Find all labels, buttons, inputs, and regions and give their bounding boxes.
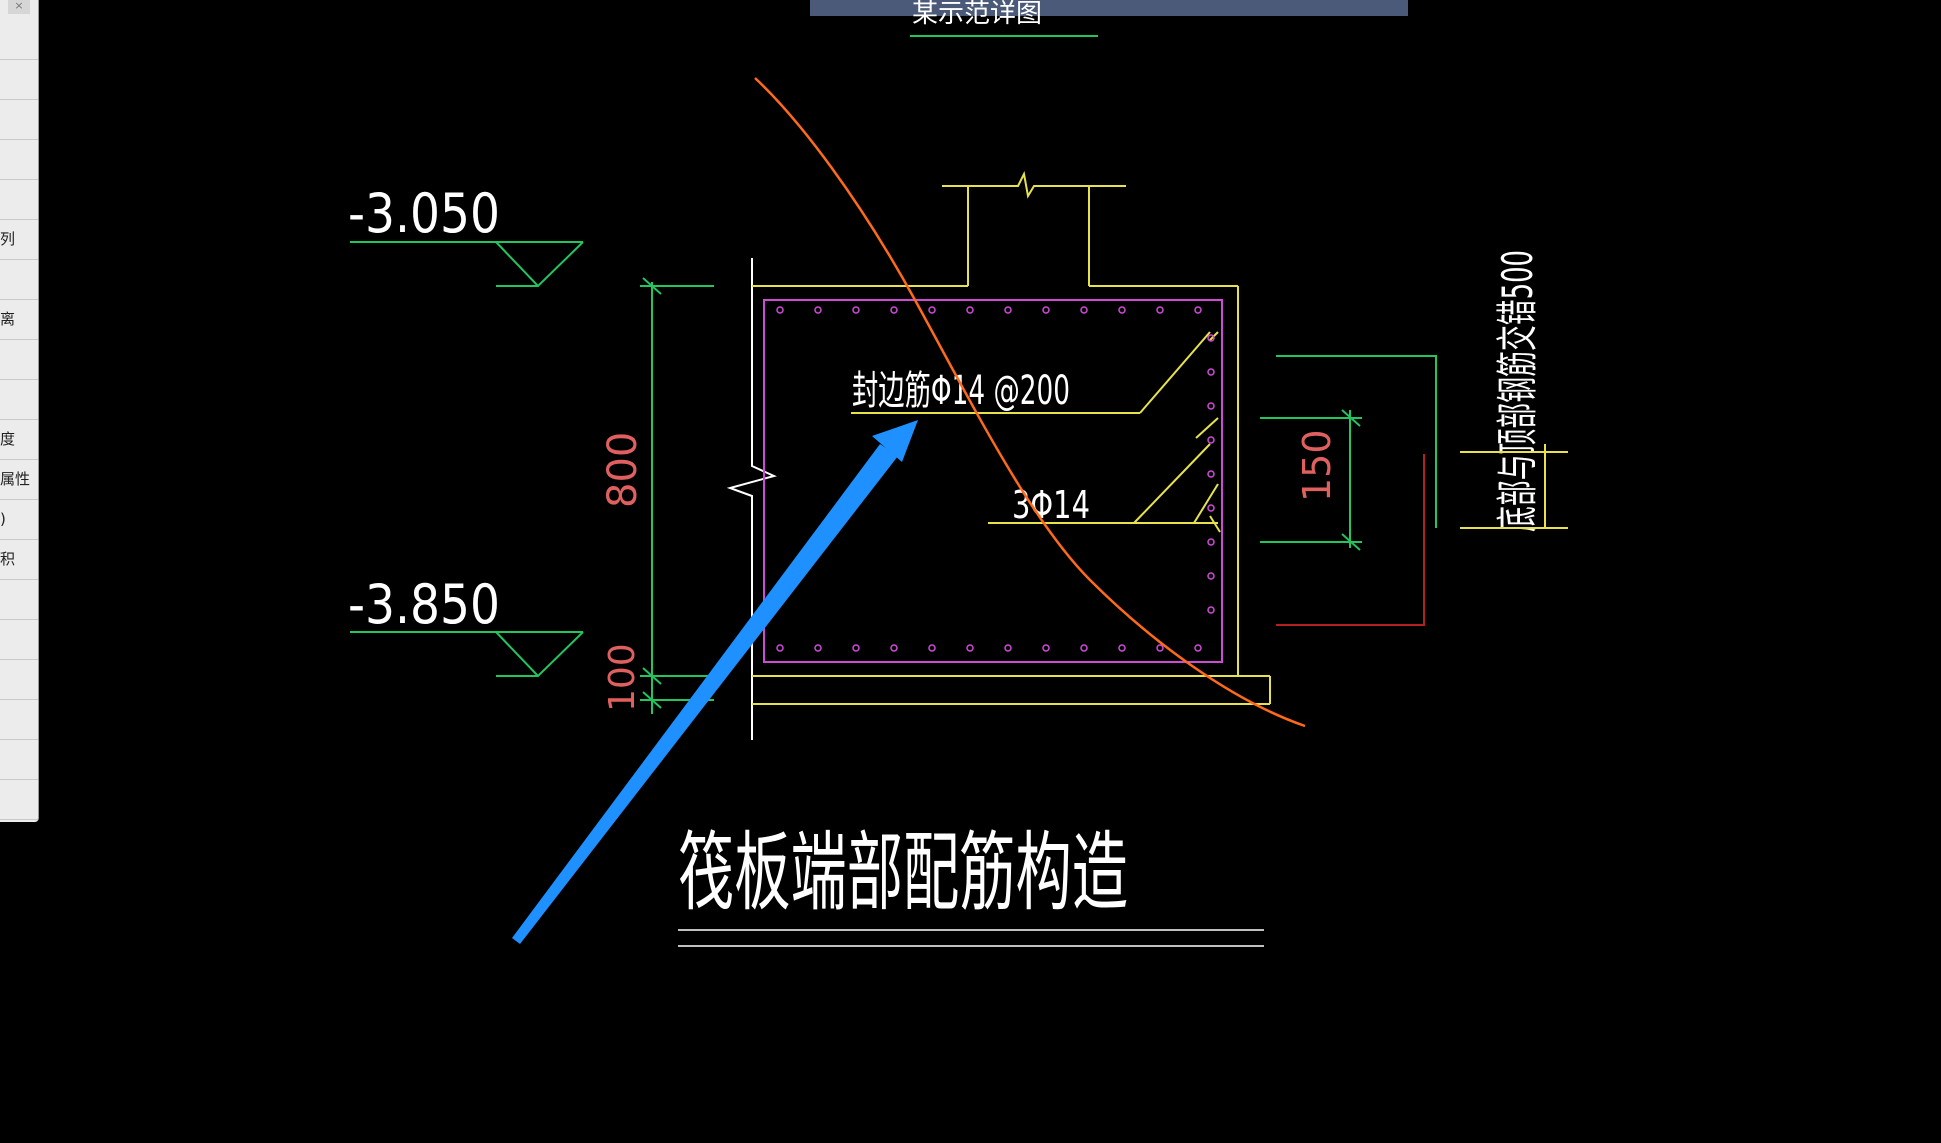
side-panel-row[interactable] (0, 260, 38, 300)
rebar-dot (966, 644, 974, 652)
side-panel-row[interactable] (0, 620, 38, 660)
side-panel-row[interactable] (0, 580, 38, 620)
rebar-dot (1118, 306, 1126, 314)
drawing-title: 筏板端部配筋构造 (678, 823, 1128, 923)
rebar-dot (1207, 470, 1215, 478)
side-panel-row[interactable]: 度 (0, 420, 38, 460)
elevation-bottom-marker (350, 631, 584, 678)
side-panel-row[interactable] (0, 180, 38, 220)
rebar-dot (852, 644, 860, 652)
edge-bar-label: 封边筋Φ14 @200 (852, 368, 1070, 414)
rebar-dot (928, 306, 936, 314)
vertical-annotation-leader (1460, 444, 1568, 529)
rebar-dot (1207, 538, 1215, 546)
top-partial-text: 某示范详图 (912, 0, 1042, 29)
rebar-dot (852, 306, 860, 314)
properties-side-panel: × 列离度属性)积 (0, 0, 39, 822)
rebar-dot (1042, 306, 1050, 314)
side-panel-row[interactable] (0, 20, 38, 60)
rebar-dot (1004, 306, 1012, 314)
rebar-dot (1207, 334, 1215, 342)
dim-slab-100: 100 (602, 643, 643, 712)
side-panel-row[interactable] (0, 340, 38, 380)
rebar-dot (1194, 644, 1202, 652)
rebar-dot (1156, 644, 1164, 652)
side-panel-row[interactable] (0, 740, 38, 780)
rebar-dot (1207, 606, 1215, 614)
rebar-dot (776, 644, 784, 652)
right-dimension-lines (1260, 355, 1437, 551)
overlap-bracket (1276, 454, 1425, 626)
elevation-top-label: -3.050 (348, 182, 500, 245)
side-panel-row[interactable] (0, 380, 38, 420)
side-panel-row[interactable]: ) (0, 500, 38, 540)
rebar-dot (1042, 644, 1050, 652)
raft-section-outline (752, 170, 1271, 705)
blue-pointer-arrow (512, 420, 918, 944)
side-panel-row[interactable]: 积 (0, 540, 38, 580)
side-panel-row[interactable]: 属性 (0, 460, 38, 500)
side-panel-row[interactable]: 列 (0, 220, 38, 260)
rebar-dot (890, 306, 898, 314)
rebar-dot (890, 644, 898, 652)
side-panel-row[interactable] (0, 780, 38, 820)
panel-close-icon[interactable]: × (8, 0, 30, 14)
rebar-dot (1207, 504, 1215, 512)
rebar-dot (1004, 644, 1012, 652)
rebar-dot (928, 644, 936, 652)
rebar-dot (1207, 368, 1215, 376)
rebar-dot (1080, 644, 1088, 652)
title-underlines (678, 929, 1264, 947)
side-panel-row[interactable] (0, 140, 38, 180)
reinforcement-cage (763, 299, 1223, 663)
vertical-annotation: 底部与顶部钢筋交错500 (1493, 250, 1542, 532)
title-bar-strip[interactable] (810, 0, 1408, 16)
rebar-dot (1207, 436, 1215, 444)
orange-markup-curve (754, 77, 1306, 728)
rebar-dot (776, 306, 784, 314)
rebar-dot (814, 644, 822, 652)
rebar-dot (1207, 402, 1215, 410)
bars-label: 3Φ14 (1012, 483, 1090, 527)
rebar-dot (814, 306, 822, 314)
wall-break-line (726, 258, 777, 740)
dim-overlap-150: 150 (1295, 429, 1339, 502)
rebar-dot (1080, 306, 1088, 314)
rebar-dot (1207, 572, 1215, 580)
rebar-dot-group (776, 306, 1215, 652)
rebar-dot (1156, 306, 1164, 314)
side-panel-row[interactable] (0, 660, 38, 700)
side-panel-row[interactable]: 离 (0, 300, 38, 340)
elevation-top-marker (350, 241, 584, 288)
rebar-dot (1118, 644, 1126, 652)
side-panel-row[interactable] (0, 700, 38, 740)
rebar-dot (1194, 306, 1202, 314)
dim-height-800: 800 (600, 432, 646, 508)
side-panel-row[interactable] (0, 100, 38, 140)
rebar-dot (966, 306, 974, 314)
side-panel-row[interactable] (0, 60, 38, 100)
elevation-bottom-label: -3.850 (348, 573, 500, 636)
left-dimension-lines (640, 277, 714, 714)
